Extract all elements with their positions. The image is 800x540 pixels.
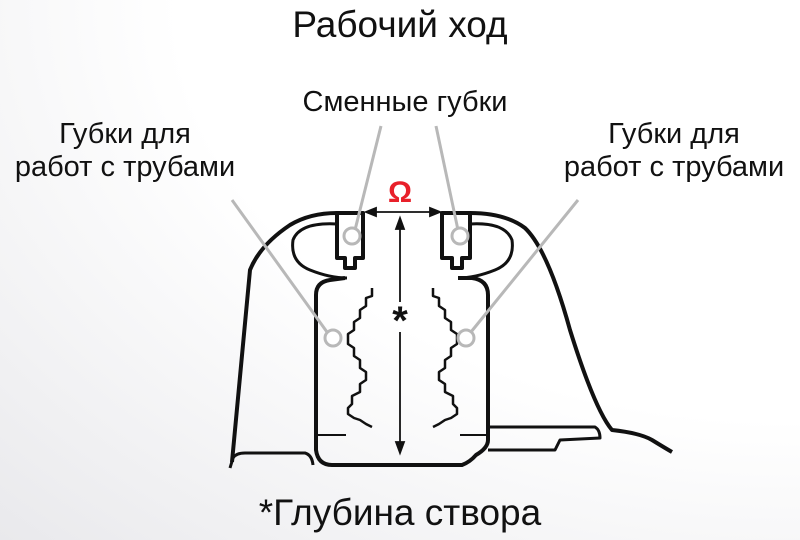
- right-serrated-teeth: [431, 288, 459, 429]
- replaceable-jaws-label: Сменные губки: [302, 86, 508, 118]
- right-base: [488, 425, 602, 452]
- right-jaw-block: [440, 211, 472, 270]
- right-pad: [457, 222, 514, 280]
- left-label-line-2: работ с трубами: [14, 151, 236, 184]
- right-pipe-jaws-label: Губки для работ с трубами: [548, 118, 800, 185]
- callout-circle: [450, 226, 470, 246]
- left-base: [228, 451, 315, 469]
- right-label-line-2: работ с трубами: [563, 151, 785, 184]
- callout-circle: [323, 328, 343, 348]
- right-label-line-1: Губки для: [608, 118, 740, 150]
- omega-symbol: Ω: [387, 176, 413, 209]
- left-pipe-jaws-label: Губки для работ с трубами: [0, 118, 250, 185]
- diagram-title: Рабочий ход: [292, 4, 508, 45]
- callout-circle: [456, 328, 476, 348]
- vise-body-outline: [230, 211, 673, 463]
- depth-asterisk: *: [392, 299, 408, 343]
- left-serrated-teeth: [346, 288, 374, 429]
- left-jaw-block: [335, 211, 365, 270]
- footer-note: *Глубина створа: [258, 492, 542, 533]
- left-pad: [291, 222, 348, 280]
- left-label-line-1: Губки для: [59, 118, 191, 150]
- callout-circle: [342, 226, 362, 246]
- main-jaw-body: [314, 276, 490, 467]
